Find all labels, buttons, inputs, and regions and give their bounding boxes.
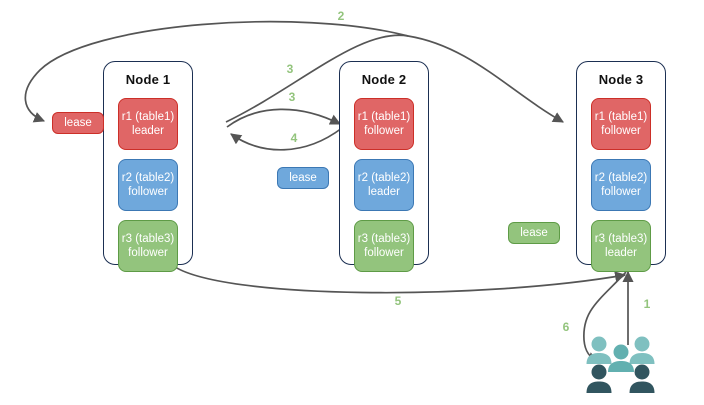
node-title: Node 1 [125, 72, 171, 87]
edge-label-6: 6 [562, 320, 570, 334]
lease-badge-r1[interactable]: lease [52, 112, 104, 134]
replica-name: r3 (table3) [594, 233, 648, 245]
replica-r3[interactable]: r3 (table3) follower [354, 220, 414, 272]
replica-role: leader [605, 247, 637, 259]
edge-label-5: 5 [394, 294, 402, 308]
replica-role: follower [364, 125, 404, 137]
replica-name: r1 (table1) [357, 111, 411, 123]
replica-name: r1 (table1) [594, 111, 648, 123]
replica-role: leader [132, 125, 164, 137]
node-node3[interactable]: Node 3 r1 (table1) follower r2 (table2) … [576, 61, 666, 272]
replica-role: follower [601, 125, 641, 137]
replica-role: follower [601, 186, 641, 198]
edge-label-1: 1 [643, 297, 651, 311]
replica-role: follower [364, 247, 404, 259]
replica-r2[interactable]: r2 (table2) follower [591, 159, 651, 211]
edge-label-3b: 3 [288, 90, 296, 104]
node-title: Node 2 [361, 72, 407, 87]
replica-name: r2 (table2) [121, 172, 175, 184]
replica-r3[interactable]: r3 (table3) follower [118, 220, 178, 272]
replica-r3[interactable]: r3 (table3) leader [591, 220, 651, 272]
node-node1[interactable]: Node 1 r1 (table1) leader r2 (table2) fo… [103, 61, 193, 272]
replica-name: r2 (table2) [357, 172, 411, 184]
edge-label-3a: 3 [286, 62, 294, 76]
edge-label-2: 2 [337, 9, 345, 23]
replica-r2[interactable]: r2 (table2) follower [118, 159, 178, 211]
lease-badge-r2[interactable]: lease [277, 167, 329, 189]
edge-4 [230, 127, 343, 151]
edge-5 [171, 264, 627, 294]
replica-r1[interactable]: r1 (table1) follower [354, 98, 414, 150]
edge-3-to-node2 [226, 108, 341, 128]
replica-r1[interactable]: r1 (table1) leader [118, 98, 178, 150]
replica-role: follower [128, 247, 168, 259]
replica-name: r3 (table3) [121, 233, 175, 245]
replica-role: leader [368, 186, 400, 198]
edge-label-4: 4 [290, 131, 298, 145]
edge-2 [24, 20, 409, 123]
node-node2[interactable]: Node 2 r1 (table1) follower r2 (table2) … [339, 61, 429, 272]
replica-role: follower [128, 186, 168, 198]
replica-name: r3 (table3) [357, 233, 411, 245]
replica-r2[interactable]: r2 (table2) leader [354, 159, 414, 211]
people-icon [586, 336, 655, 393]
replica-name: r2 (table2) [594, 172, 648, 184]
replica-name: r1 (table1) [121, 111, 175, 123]
node-title: Node 3 [598, 72, 644, 87]
replica-r1[interactable]: r1 (table1) follower [591, 98, 651, 150]
edge-3-to-node3 [225, 34, 564, 123]
lease-badge-r3[interactable]: lease [508, 222, 560, 244]
